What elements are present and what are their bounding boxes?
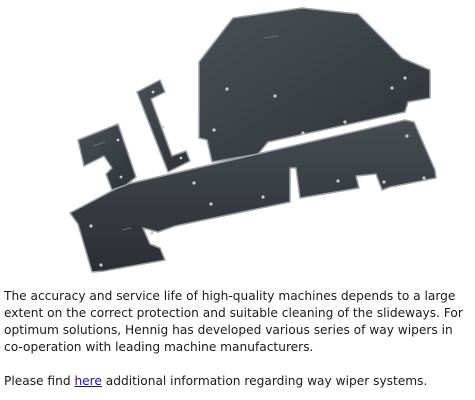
info-prefix: Please find [4, 374, 75, 388]
long-wiper-bar [69, 119, 437, 273]
info-suffix: additional information regarding way wip… [101, 374, 428, 388]
engraved-marks [92, 35, 279, 231]
description-paragraph: The accuracy and service life of high-qu… [4, 289, 463, 354]
small-wiper-plate [77, 123, 137, 191]
mounting-holes [89, 76, 426, 267]
info-paragraph: Please find here additional information … [4, 373, 472, 390]
large-wiper-plate [198, 7, 431, 163]
way-wiper-description: The accuracy and service life of high-qu… [4, 288, 472, 390]
here-link[interactable]: here [74, 374, 102, 388]
way-wipers-photo [69, 7, 437, 273]
c-bracket [136, 79, 191, 173]
